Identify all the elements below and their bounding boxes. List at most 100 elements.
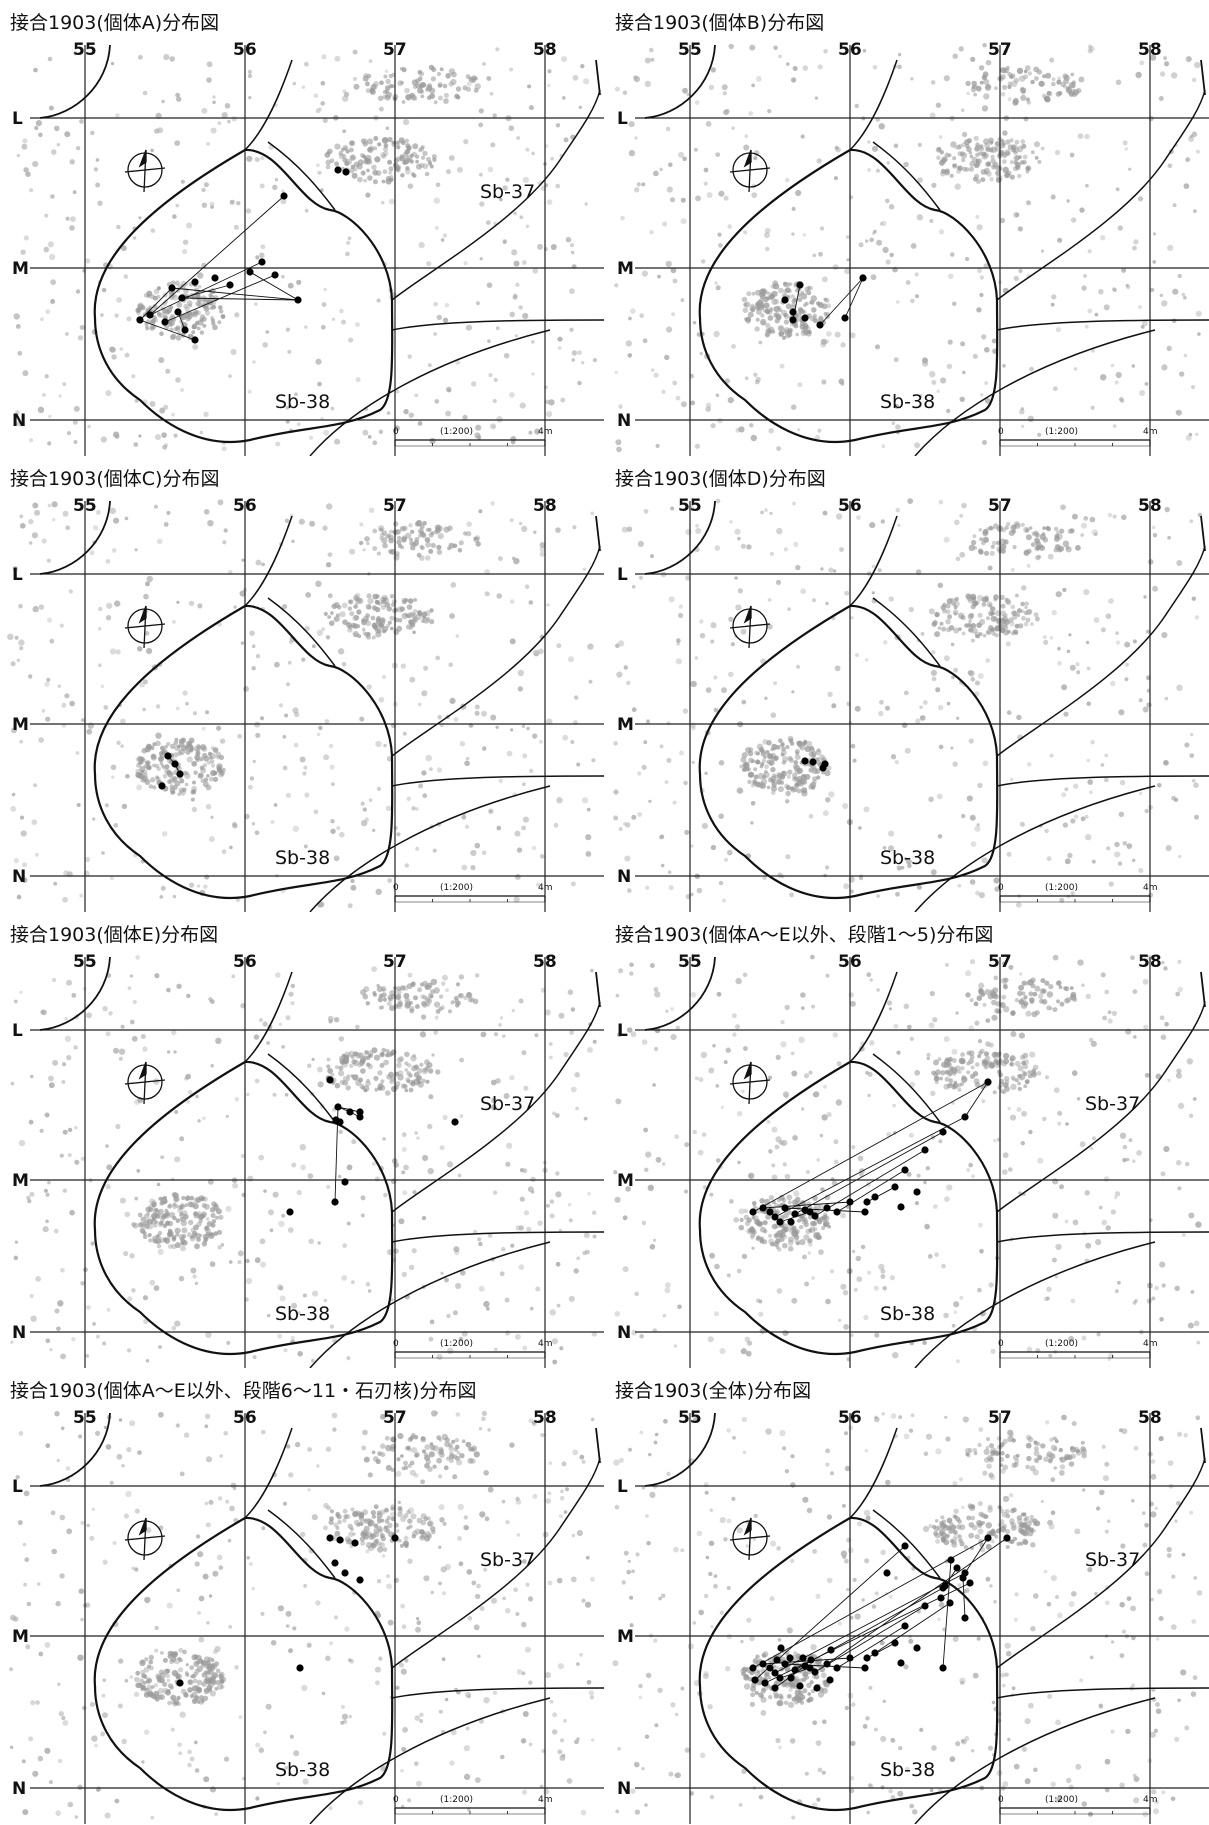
artifact-dot: [31, 819, 38, 825]
artifact-dot: [284, 713, 289, 718]
artifact-dot: [49, 638, 55, 644]
artifact-dot: [751, 1215, 756, 1220]
artifact-dot: [778, 325, 784, 332]
artifact-dot: [825, 1298, 831, 1305]
artifact-dot: [206, 142, 210, 146]
artifact-dot: [335, 613, 340, 618]
artifact-dot: [1146, 702, 1152, 708]
artifact-dot: [240, 1154, 245, 1158]
artifact-dot: [680, 401, 687, 408]
artifact-dot: [190, 797, 195, 802]
artifact-dot: [732, 1032, 737, 1037]
artifact-dot: [774, 1209, 780, 1215]
artifact-dot: [811, 1276, 815, 1280]
artifact-dot: [988, 603, 993, 608]
artifact-dot: [356, 609, 362, 615]
artifact-dot: [334, 143, 341, 150]
artifact-dot: [496, 593, 503, 599]
artifact-dot: [360, 1068, 366, 1074]
artifact-dot: [563, 137, 569, 143]
artifact-dot: [945, 609, 951, 615]
artifact-dot: [186, 222, 193, 229]
artifact-dot: [359, 522, 364, 527]
artifact-dot: [180, 284, 186, 289]
artifact-dot: [132, 999, 137, 1005]
artifact-dot: [780, 749, 787, 756]
artifact-dot: [1011, 610, 1017, 616]
artifact-dot: [236, 201, 241, 206]
artifact-dot: [501, 1247, 506, 1252]
artifact-dot: [292, 81, 296, 86]
artifact-dot: [886, 161, 890, 165]
artifact-dot: [15, 324, 21, 329]
artifact-dot: [277, 1333, 283, 1339]
artifact-dot: [946, 598, 953, 605]
artifact-dot: [152, 304, 158, 310]
artifact-dot: [983, 1051, 990, 1057]
artifact-dot: [651, 368, 655, 372]
artifact-dot: [1055, 327, 1061, 333]
artifact-dot: [743, 1046, 748, 1051]
artifact-dot: [771, 290, 778, 297]
artifact-dot: [938, 744, 944, 750]
artifact-dot: [499, 197, 503, 202]
artifact-dot: [502, 239, 507, 244]
sb-38-outline: [698, 148, 999, 443]
artifact-dot: [878, 710, 884, 717]
artifact-dot: [342, 1076, 348, 1081]
artifact-dot: [961, 1075, 967, 1080]
artifact-dot: [493, 377, 498, 382]
artifact-dot: [750, 434, 757, 442]
artifact-dot: [105, 1031, 111, 1037]
artifact-dot: [1122, 1157, 1127, 1163]
artifact-dot: [389, 177, 394, 182]
artifact-dot: [324, 152, 331, 158]
artifact-dot: [338, 1174, 342, 1179]
artifact-dot: [217, 1245, 222, 1250]
artifact-dot: [140, 1034, 146, 1039]
artifact-dot: [1002, 166, 1009, 174]
artifact-dot: [545, 1203, 550, 1208]
artifact-dot: [1142, 320, 1148, 327]
artifact-dot: [433, 332, 437, 336]
artifact-dot: [281, 189, 285, 193]
refit-overlay: [286, 1076, 459, 1216]
artifact-dot: [48, 105, 54, 111]
artifact-dot: [591, 1331, 597, 1337]
artifact-dot: [1009, 777, 1014, 782]
artifact-dot: [750, 821, 754, 825]
artifact-dot: [1072, 1219, 1079, 1226]
artifact-dot: [947, 614, 953, 620]
artifact-dot: [950, 1066, 954, 1070]
artifact-dot: [1003, 1086, 1010, 1092]
artifact-dot: [202, 1116, 206, 1120]
artifact-dot: [1060, 81, 1066, 88]
artifact-dot: [953, 605, 958, 610]
artifact-dot: [826, 303, 832, 309]
artifact-dot: [1054, 149, 1061, 156]
artifact-dot: [662, 1162, 666, 1166]
artifact-dot: [914, 1201, 919, 1206]
artifact-dot: [32, 160, 39, 168]
artifact-dot: [164, 744, 168, 749]
artifact-dot: [956, 1359, 960, 1364]
artifact-dot: [199, 330, 205, 335]
artifact-dot: [664, 1287, 671, 1294]
artifact-dot: [918, 394, 923, 398]
artifact-dot: [767, 109, 772, 114]
artifact-dot: [349, 1063, 354, 1068]
artifact-dot: [645, 885, 650, 890]
artifact-dot: [511, 249, 518, 256]
artifact-dot: [287, 850, 292, 855]
artifact-dot: [402, 1190, 408, 1196]
artifact-dot: [45, 1192, 50, 1197]
artifact-dot: [514, 1333, 521, 1340]
artifact-dot: [205, 1217, 210, 1221]
artifact-dot: [14, 1240, 18, 1244]
artifact-dot: [1009, 138, 1014, 143]
artifact-dot: [970, 677, 976, 682]
artifact-dot: [201, 298, 207, 304]
artifact-dot: [960, 108, 965, 112]
artifact-dot: [415, 159, 419, 164]
artifact-dot: [297, 1311, 301, 1315]
